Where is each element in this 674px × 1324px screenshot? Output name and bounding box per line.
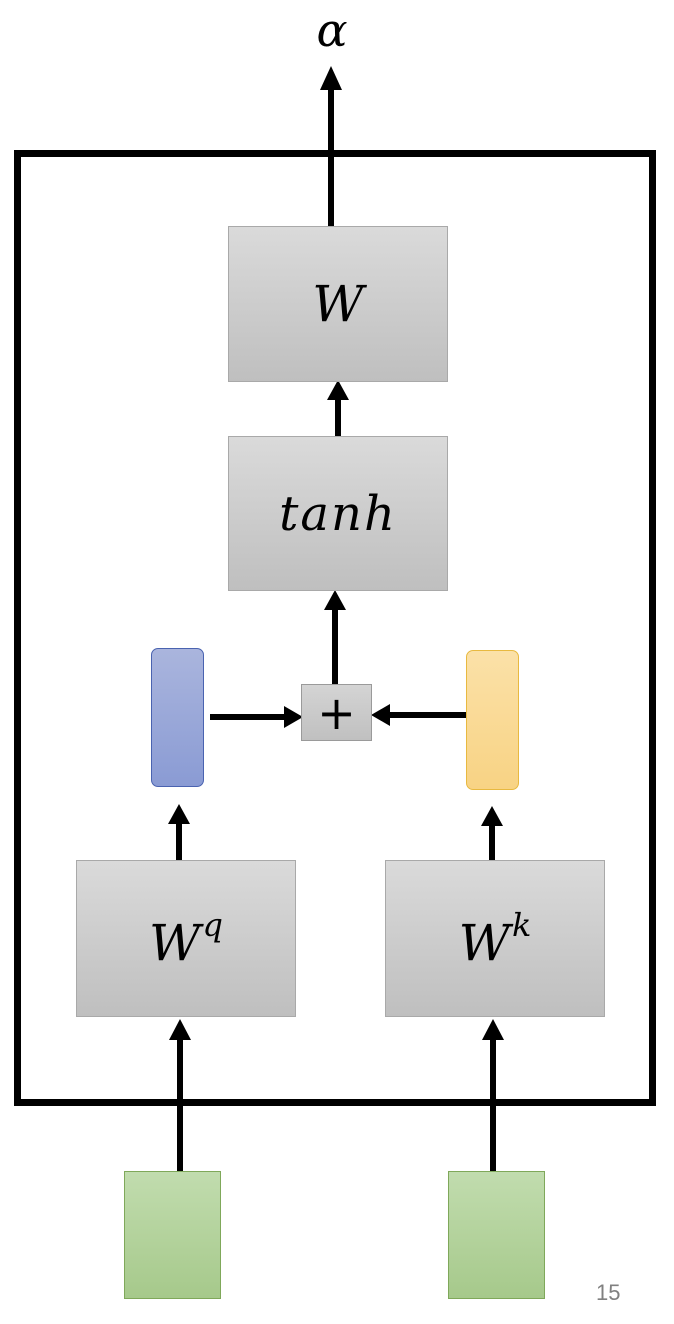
weight-wk-label: Wk xyxy=(459,906,532,972)
plus-box: + xyxy=(301,684,372,741)
key-vector xyxy=(466,650,519,790)
tanh-box: tanh xyxy=(228,436,448,591)
weight-wq-superscript: q xyxy=(202,905,223,944)
output-alpha-label: α xyxy=(316,3,348,57)
query-vector xyxy=(151,648,204,787)
attention-module-frame xyxy=(14,150,656,1106)
weight-wq-base: W xyxy=(149,913,201,972)
weight-wq-label: Wq xyxy=(149,906,223,972)
page-number: 15 xyxy=(596,1280,621,1305)
input-vector-right xyxy=(448,1171,545,1299)
weight-wk-superscript: k xyxy=(512,905,532,944)
weight-wk-box: Wk xyxy=(385,860,605,1017)
input-vector-left xyxy=(124,1171,221,1299)
weight-wq-box: Wq xyxy=(76,860,296,1017)
tanh-label: tanh xyxy=(279,485,397,542)
weight-w-label: W xyxy=(312,275,364,333)
weight-w-box: W xyxy=(228,226,448,382)
plus-symbol: + xyxy=(317,685,356,740)
weight-wk-base: W xyxy=(458,913,510,972)
arrowhead-alpha xyxy=(320,66,342,90)
